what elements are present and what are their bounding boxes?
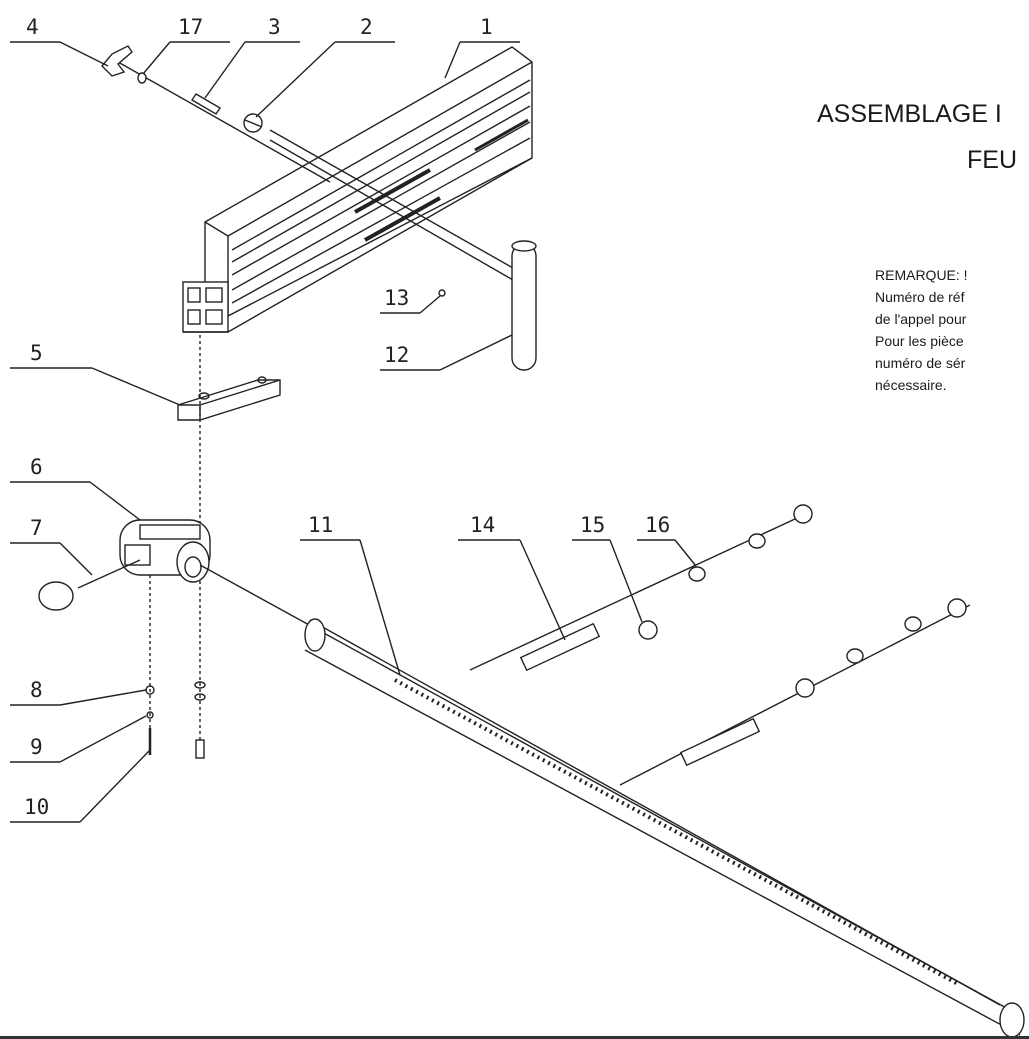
cross-arm — [269, 129, 537, 371]
callout-14: 14 — [470, 513, 495, 537]
callout-16: 16 — [645, 513, 670, 537]
callout-4: 4 — [26, 15, 39, 39]
clamp-body — [38, 519, 211, 611]
callout-13: 13 — [384, 286, 409, 310]
callout-6: 6 — [30, 455, 43, 479]
callout-labels: 4 17 3 2 1 13 12 5 6 7 11 14 15 16 8 9 1… — [24, 15, 670, 819]
stud-assembly-upper — [469, 504, 813, 672]
callout-11: 11 — [308, 513, 333, 537]
callout-1: 1 — [480, 15, 493, 39]
callout-5: 5 — [30, 341, 43, 365]
note-line: nécessaire. — [875, 377, 947, 393]
callout-12: 12 — [384, 343, 409, 367]
fence-rail — [182, 46, 533, 333]
note-line: Pour les pièce — [875, 333, 964, 349]
lock-handle-assembly — [101, 45, 331, 183]
callout-17: 17 — [178, 15, 203, 39]
note-line: numéro de sér — [875, 355, 966, 371]
bottom-border — [0, 1036, 1029, 1039]
rack-tube — [199, 564, 1025, 1038]
slide-block — [177, 376, 281, 421]
remark-note: REMARQUE: ! Numéro de réf de l'appel pou… — [875, 264, 968, 396]
note-line: de l'appel pour — [875, 311, 967, 327]
note-line: REMARQUE: ! — [875, 267, 968, 283]
callout-8: 8 — [30, 678, 43, 702]
leader-lines — [10, 41, 697, 823]
note-line: Numéro de réf — [875, 289, 965, 305]
callout-3: 3 — [268, 15, 281, 39]
callout-9: 9 — [30, 735, 43, 759]
screw-stack-left — [145, 575, 155, 755]
callout-10: 10 — [24, 795, 49, 819]
stud-assembly-lower — [619, 598, 971, 786]
callout-2: 2 — [360, 15, 373, 39]
callout-15: 15 — [580, 513, 605, 537]
callout-7: 7 — [30, 516, 43, 540]
screw-stack-center — [194, 681, 206, 759]
title-line-2: FEU — [967, 146, 1017, 174]
title-line-1: ASSEMBLAGE I — [817, 100, 1002, 128]
